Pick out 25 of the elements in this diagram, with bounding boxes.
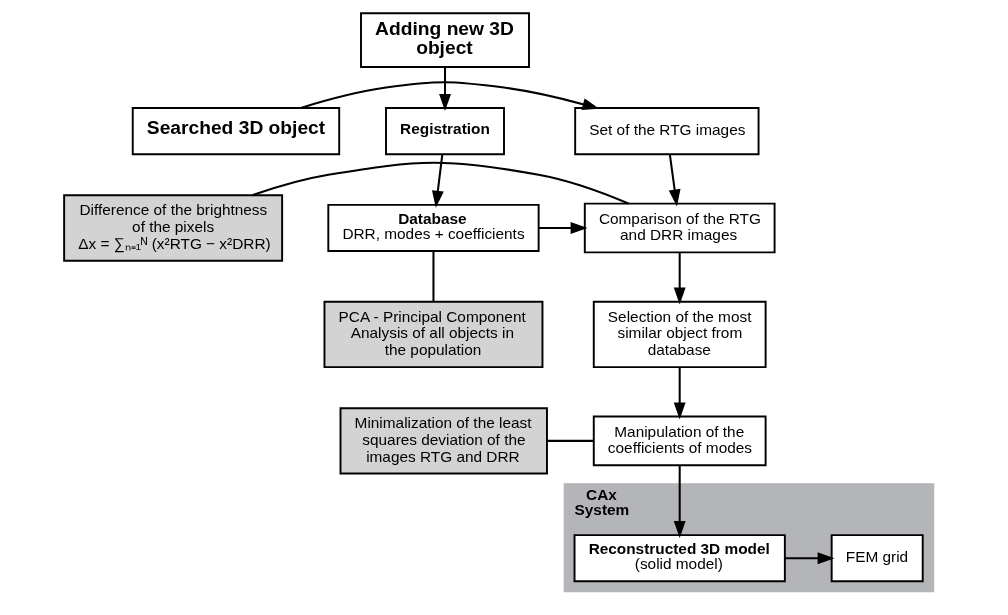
arrow <box>439 67 451 111</box>
arrow <box>785 552 835 565</box>
connector <box>252 161 629 205</box>
connector <box>547 439 594 442</box>
node-box: Difference of the brightness of the pixels Δx = ∑ₙ₌₁ᴺ (x²RTG − x²DRR) <box>63 194 284 262</box>
node-box: Set of the RTG images <box>574 107 760 156</box>
arrow <box>300 81 600 110</box>
arrow <box>668 154 681 207</box>
node-box: Selection of the most similar object from database <box>592 300 767 369</box>
arrow <box>673 465 686 538</box>
arrow <box>538 222 588 234</box>
node-box: Database DRR, modes + coefficients <box>327 203 540 253</box>
node-box: FEM grid <box>830 534 924 583</box>
node-box: Comparison of the RTG and DRR images <box>583 202 776 254</box>
arrow <box>431 154 444 208</box>
connector <box>432 251 435 302</box>
node-box: Reconstructed 3D model (solid model) <box>573 534 786 583</box>
node-box: Minimalization of the least squares deviation of the images RTG and DRR <box>339 407 548 475</box>
node-box: Adding new 3D object <box>360 12 530 68</box>
node-box: Searched 3D object <box>131 107 341 156</box>
node-box: Manipulation of the coefficients of modes <box>592 415 767 467</box>
node-box: Registration <box>385 107 505 156</box>
arrow <box>673 252 686 305</box>
node-box: PCA - Principal Component Analysis of all objects in the population <box>323 300 544 369</box>
arrow <box>673 367 686 420</box>
